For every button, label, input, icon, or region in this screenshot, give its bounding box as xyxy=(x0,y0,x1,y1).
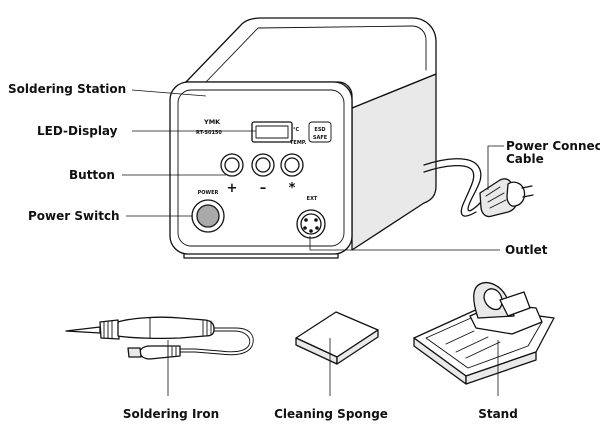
led-display xyxy=(251,121,293,143)
model-label: RT-S0150 xyxy=(196,130,222,136)
station-foot xyxy=(183,253,339,259)
station-front-bezel xyxy=(177,89,345,247)
soldering-iron xyxy=(65,316,254,360)
callout-outlet: Outlet xyxy=(505,243,548,257)
plug-head xyxy=(506,181,526,207)
button-star[interactable] xyxy=(280,153,304,177)
iron-nut xyxy=(99,319,120,340)
button-minus[interactable] xyxy=(251,153,275,177)
callout-power-switch: Power Switch xyxy=(28,209,120,223)
callout-button: Button xyxy=(69,168,115,182)
button-plus-label: + xyxy=(227,181,238,196)
iron-connector xyxy=(139,345,181,360)
temp-label: TEMP. xyxy=(290,140,307,146)
iron-grip xyxy=(117,316,215,340)
iron-tip xyxy=(65,326,101,334)
iron-plug xyxy=(127,347,142,358)
safe-label: SAFE xyxy=(313,135,328,141)
power-connection-cable xyxy=(423,158,534,218)
power-switch[interactable] xyxy=(191,199,225,233)
button-star-label: * xyxy=(289,181,296,196)
callout-led-display: LED-Display xyxy=(37,124,118,138)
button-minus-label: – xyxy=(260,181,267,196)
callout-power-connection-cable: Cable xyxy=(506,152,544,166)
unit-label: °C xyxy=(293,127,300,133)
outlet-socket[interactable] xyxy=(296,209,326,239)
button-plus[interactable] xyxy=(220,153,244,177)
callout-stand: Stand xyxy=(478,407,518,421)
esd-label: ESD xyxy=(314,127,325,133)
led-display-inner xyxy=(255,125,289,139)
stand-sleeve xyxy=(499,291,531,317)
brand-label: YMK xyxy=(203,118,221,126)
esd-safe-badge xyxy=(308,121,332,143)
leader-lines xyxy=(122,89,504,396)
ext-label: EXT xyxy=(307,196,318,202)
power-label: POWER xyxy=(198,190,219,196)
callout-power-connection: Power Connection xyxy=(506,139,600,153)
stand xyxy=(413,281,555,385)
station-side-panel xyxy=(351,73,437,251)
callout-cleaning-sponge: Cleaning Sponge xyxy=(274,407,388,421)
soldering-station: YMK RT-S0150 °C TEMP. ESD SAFE + – * POW… xyxy=(169,17,437,259)
station-top-crease xyxy=(204,25,427,84)
callout-soldering-station: Soldering Station xyxy=(8,82,126,96)
cleaning-sponge xyxy=(295,311,379,365)
callout-soldering-iron: Soldering Iron xyxy=(123,407,219,421)
